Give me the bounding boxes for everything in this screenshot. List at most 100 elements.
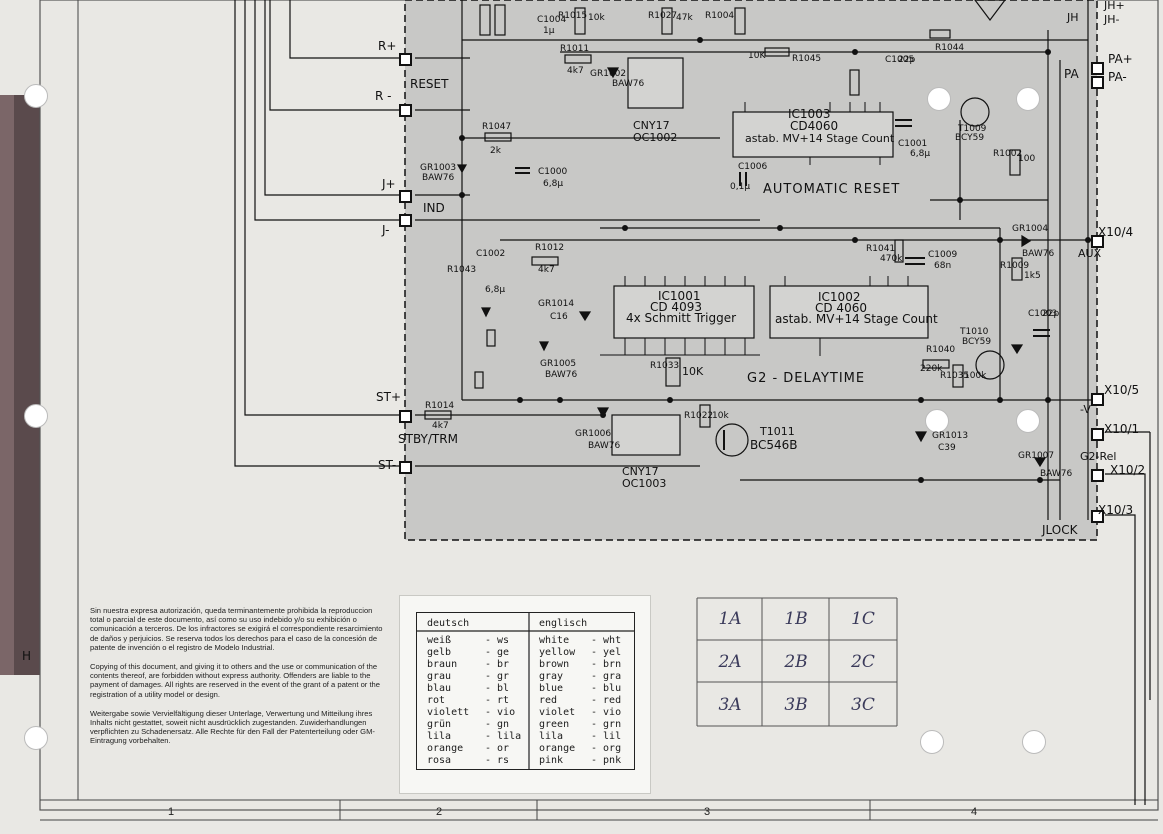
handwritten-cell: 1C xyxy=(851,608,875,629)
gr1004-type: BAW76 xyxy=(1022,249,1055,259)
r1047-label: R1047 xyxy=(482,122,512,132)
legal-english: Copying of this document, and giving it … xyxy=(90,662,381,699)
color-name-de: rot xyxy=(427,695,446,706)
gr1002-type: BAW76 xyxy=(612,79,645,89)
color-name-en: white xyxy=(539,635,570,646)
color-abbr-en: - blu xyxy=(591,683,622,694)
header-englisch: englisch xyxy=(539,618,588,629)
color-abbr-de: - vio xyxy=(485,707,516,718)
c1000-label: C1000 xyxy=(538,167,568,177)
r1047-value: 2k xyxy=(490,146,501,156)
t1011-type: BC546B xyxy=(750,438,798,452)
binder-hole xyxy=(925,409,949,433)
label-ind: IND xyxy=(423,201,445,215)
binder-hole xyxy=(24,84,48,108)
gr1005-label: GR1005 xyxy=(540,359,577,369)
color-abbr-en: - org xyxy=(591,743,622,754)
grid-marker-h: H xyxy=(22,649,32,663)
color-name-en: blue xyxy=(539,683,564,694)
gr1003-label: GR1003 xyxy=(420,163,457,173)
r1011-label: R1011 xyxy=(560,44,590,54)
label-x10-1: X10/1 xyxy=(1104,422,1140,436)
connector-pad xyxy=(399,104,412,117)
handwritten-cell: 3A xyxy=(718,694,742,715)
c1009-label: C1009 xyxy=(928,250,958,260)
label-pa: PA xyxy=(1064,67,1079,81)
ic1003-type: CD4060 xyxy=(790,119,839,133)
color-abbr-en: - lil xyxy=(591,731,622,742)
r1040-label: R1040 xyxy=(926,345,956,355)
color-name-de: blau xyxy=(427,683,452,694)
binder-hole xyxy=(1022,730,1046,754)
label-j-minus: J- xyxy=(382,223,390,237)
r1033-label: R1033 xyxy=(650,361,680,371)
ic1002-name: IC1002 xyxy=(818,290,861,304)
color-name-de: weiß xyxy=(427,635,452,646)
color-name-de: grün xyxy=(427,719,452,730)
connector-pad xyxy=(399,190,412,203)
c1003-value: 22p xyxy=(1042,309,1060,319)
label-reset: RESET xyxy=(410,77,449,91)
color-abbr-de: - gn xyxy=(485,719,510,730)
r1040-value: 220k xyxy=(920,364,943,374)
gr1013-label: GR1013 xyxy=(932,431,969,441)
c1002-label: C1002 xyxy=(476,249,506,259)
binder-hole xyxy=(24,726,48,750)
label-jh-minus: JH- xyxy=(1104,13,1120,26)
color-abbr-de: - ge xyxy=(485,647,510,658)
handwritten-cell: 3B xyxy=(784,694,808,715)
color-name-en: violet xyxy=(539,707,576,718)
r1014-label: R1014 xyxy=(425,401,455,411)
gr1007-label: GR1007 xyxy=(1018,451,1055,461)
binder-hole xyxy=(1016,87,1040,111)
color-abbr-en: - brn xyxy=(591,659,622,670)
automatic-reset-label: AUTOMATIC RESET xyxy=(763,182,901,197)
color-name-de: braun xyxy=(427,659,458,670)
binder-hole xyxy=(920,730,944,754)
label-stby-trm: STBY/TRM xyxy=(398,432,458,446)
label-aux: AUX xyxy=(1078,247,1102,260)
gr1002-label: GR1002 xyxy=(590,69,627,79)
color-name-en: green xyxy=(539,719,570,730)
r1041-value: 470k xyxy=(880,254,903,264)
binder-hole xyxy=(927,87,951,111)
color-abbr-de: - lila xyxy=(485,731,522,742)
color-name-de: violett xyxy=(427,707,470,718)
cny17-b-label: CNY17 xyxy=(622,465,659,478)
color-name-en: pink xyxy=(539,755,564,766)
gr1006-label: GR1006 xyxy=(575,429,612,439)
c1005-value: 22p xyxy=(898,55,916,65)
connector-pad xyxy=(399,410,412,423)
pcb-shaded-area xyxy=(404,0,1098,541)
label-x10-2: X10/2 xyxy=(1110,463,1146,477)
t1010-label: T1010 xyxy=(960,327,989,337)
header-deutsch: deutsch xyxy=(427,618,470,629)
column-number: 1 xyxy=(168,806,175,818)
color-abbr-de: - gr xyxy=(485,671,510,682)
gr1005-type: BAW76 xyxy=(545,370,578,380)
label-pa-plus: PA+ xyxy=(1108,52,1133,66)
r1012-label: R1012 xyxy=(535,243,565,253)
table-rules xyxy=(417,613,634,769)
connector-pad xyxy=(1091,428,1104,441)
connector-pad xyxy=(1091,469,1104,482)
label-x10-5: X10/5 xyxy=(1104,383,1140,397)
c1001-value: 6,8µ xyxy=(910,149,931,159)
column-number: 3 xyxy=(704,806,711,818)
r1045-value: 10K xyxy=(748,51,766,61)
label-jh: JH xyxy=(1067,11,1079,24)
c1006-label: C1006 xyxy=(738,162,768,172)
gr1004-label: GR1004 xyxy=(1012,224,1049,234)
label-jh-plus: JH+ xyxy=(1104,0,1125,12)
label-r-plus: R+ xyxy=(378,39,397,53)
r1002-value: 100 xyxy=(1018,154,1036,164)
